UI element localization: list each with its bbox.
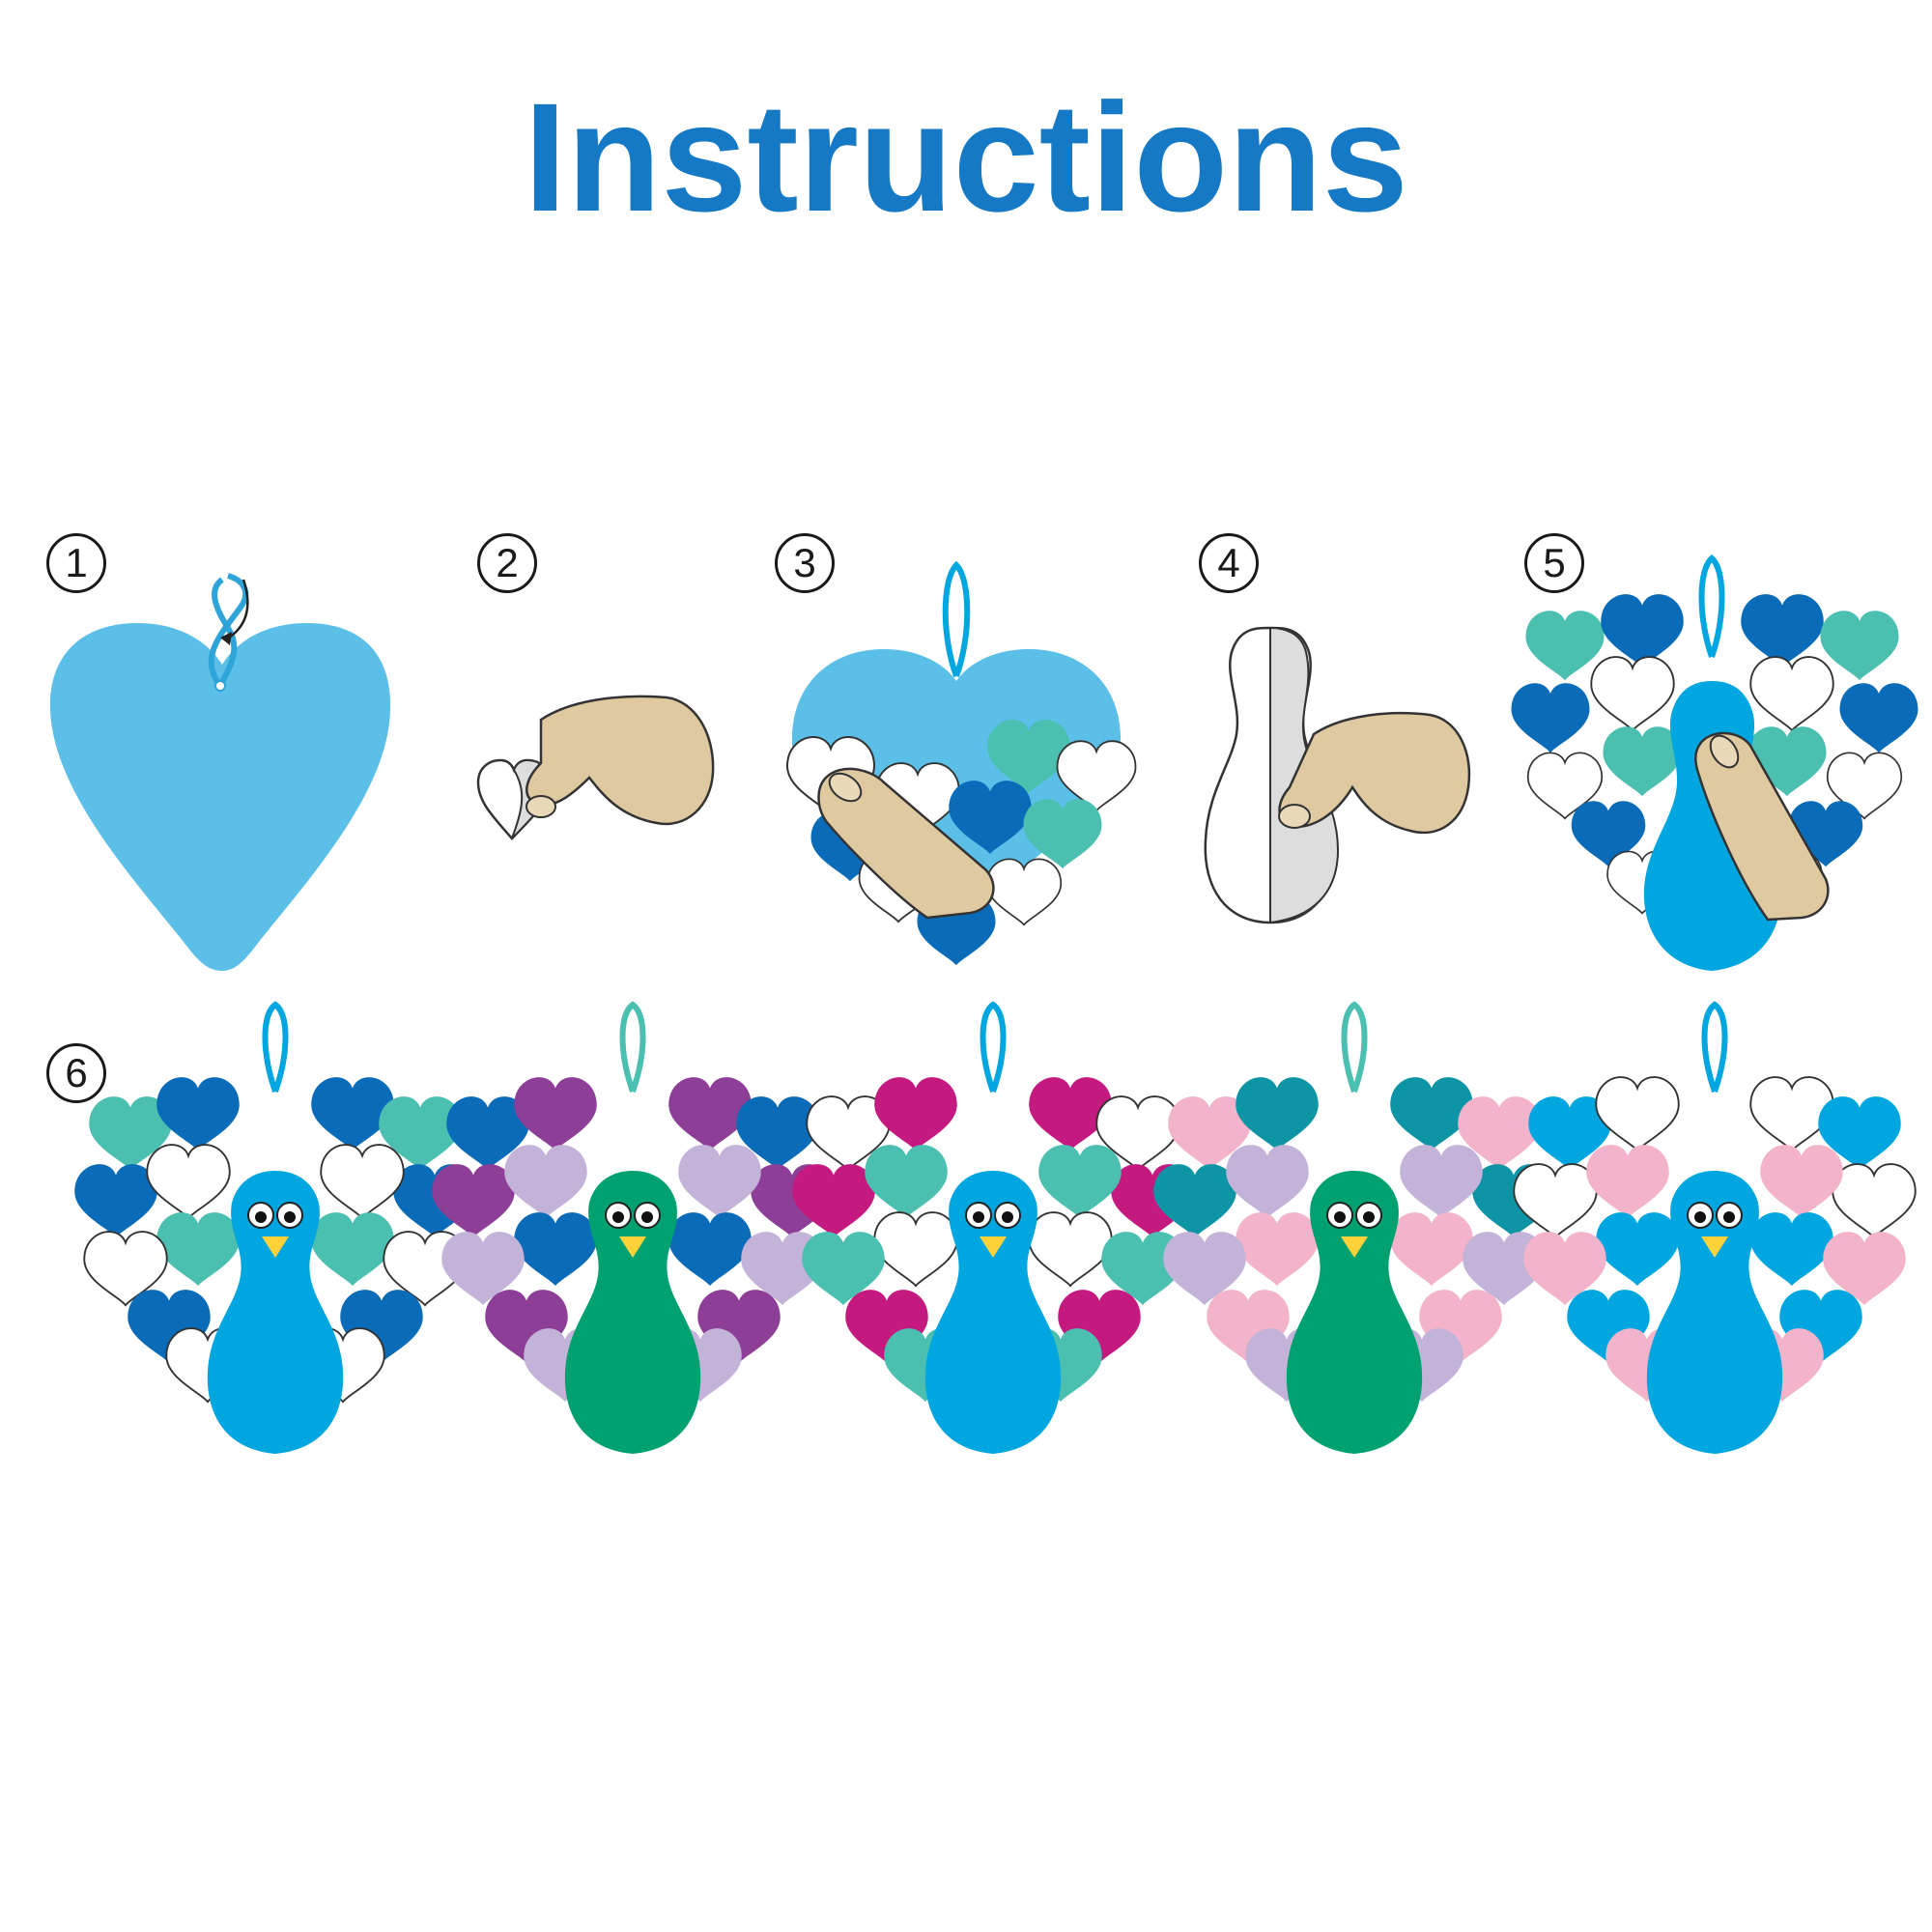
- pupil: [1002, 1211, 1013, 1223]
- feather-heart: [1226, 1145, 1309, 1219]
- hanging-loop: [1341, 1001, 1368, 1093]
- peacock-body: [207, 1171, 344, 1454]
- pupil: [255, 1211, 267, 1223]
- beak: [1341, 1236, 1368, 1258]
- step-number-4: 4: [1199, 533, 1259, 593]
- feather-heart: [1596, 1212, 1679, 1287]
- step3-illustration: [786, 560, 1137, 966]
- feather-heart: [156, 1077, 240, 1151]
- step1-heart-base: [49, 623, 391, 971]
- step3-finger: [817, 767, 995, 920]
- pupil: [612, 1211, 624, 1223]
- feather-heart: [1750, 1212, 1833, 1287]
- feather-heart: [311, 1212, 394, 1287]
- pupil: [973, 1211, 984, 1223]
- feather-heart: [1236, 1212, 1319, 1287]
- feather-heart: [874, 1077, 957, 1151]
- peacock-green-purple-peacock: [432, 1001, 834, 1454]
- beak: [980, 1236, 1007, 1258]
- feather-heart: [320, 1144, 405, 1220]
- peacock-body: [1286, 1171, 1423, 1454]
- feather-heart: [873, 1211, 958, 1288]
- peacock-body: [1646, 1171, 1783, 1454]
- step2-thumbnail: [526, 795, 556, 818]
- feather-heart: [668, 1212, 752, 1287]
- feather-heart: [1586, 1145, 1669, 1219]
- feather-heart: [1038, 1145, 1122, 1219]
- feather-heart: [1760, 1145, 1843, 1219]
- peacock-blue-magenta-peacock: [792, 1001, 1194, 1454]
- feather-heart: [865, 1145, 948, 1219]
- step1-illustration: [49, 573, 391, 971]
- peacock-blue-peacock: [74, 1001, 476, 1454]
- pupil: [641, 1211, 653, 1223]
- step-number-5: 5: [1524, 533, 1584, 593]
- feather-heart: [1028, 1211, 1113, 1288]
- hanging-loop: [980, 1001, 1007, 1093]
- peacock-green-pink-peacock: [1153, 1001, 1555, 1454]
- step-number-6: 6: [46, 1043, 106, 1103]
- step-number-3: 3: [775, 533, 835, 593]
- feather-heart: [1390, 1212, 1473, 1287]
- step-number-2: 2: [477, 533, 537, 593]
- step5-illustration: [1511, 554, 1918, 971]
- pupil: [1334, 1211, 1346, 1223]
- feather-heart: [514, 1077, 597, 1151]
- feather-heart: [146, 1144, 231, 1220]
- feather-heart: [678, 1145, 761, 1219]
- step6-finished-peacocks: [74, 1001, 1917, 1454]
- hanging-loop: [262, 1001, 289, 1093]
- step1-cord: [208, 573, 249, 688]
- feather-heart: [514, 1212, 597, 1287]
- feather-heart: [156, 1212, 240, 1287]
- step-number-1: 1: [46, 533, 106, 593]
- hanging-loop: [619, 1001, 646, 1093]
- peacock-body: [564, 1171, 701, 1454]
- feather-heart: [1832, 1163, 1917, 1239]
- step2-illustration: [476, 695, 715, 840]
- pupil: [284, 1211, 296, 1223]
- feather-heart: [1595, 1076, 1680, 1152]
- pupil: [1723, 1211, 1735, 1223]
- hanging-loop: [1701, 1001, 1728, 1093]
- peacock-blue-pink-peacock: [1513, 1001, 1917, 1454]
- feather-heart: [1236, 1077, 1319, 1151]
- beak: [1701, 1236, 1728, 1258]
- feather-heart: [1400, 1145, 1483, 1219]
- feather-heart: [504, 1145, 587, 1219]
- step5-hanging-loop: [1698, 554, 1725, 658]
- step4-illustration: [1204, 626, 1471, 924]
- page-title: Instructions: [524, 71, 1408, 243]
- beak: [619, 1236, 646, 1258]
- step3-hanging-loop: [942, 560, 971, 678]
- feather-heart: [74, 1164, 157, 1238]
- pupil: [1363, 1211, 1375, 1223]
- pupil: [1694, 1211, 1706, 1223]
- peacock-body: [924, 1171, 1062, 1454]
- beak: [262, 1236, 289, 1258]
- step1-hole: [214, 680, 226, 692]
- step5-finger: [1694, 731, 1830, 922]
